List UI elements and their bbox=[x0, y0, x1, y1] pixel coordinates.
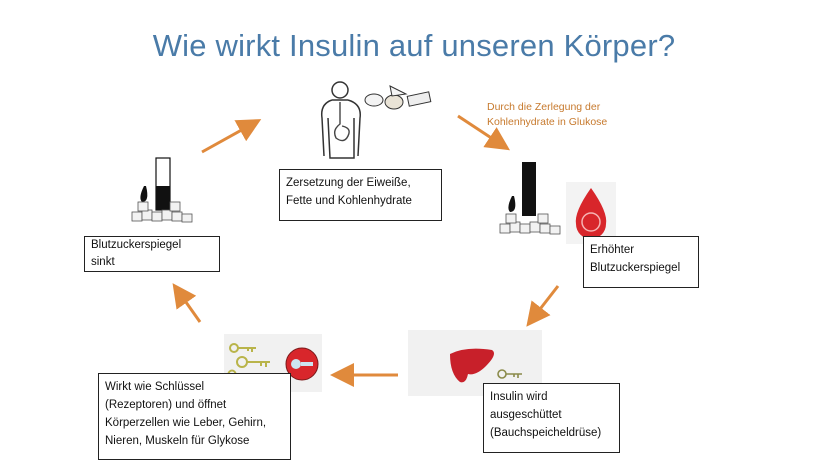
box-line: Fette und Kohlenhydrate bbox=[286, 195, 412, 207]
box-line: Körperzellen wie Leber, Gehirn, bbox=[105, 417, 267, 429]
box-line: sinkt bbox=[91, 256, 115, 268]
box-line: ausgeschüttet bbox=[490, 409, 562, 421]
box-line: Insulin wird bbox=[490, 391, 548, 403]
raised-sugar-box: Erhöhter Blutzuckerspiegel bbox=[583, 236, 699, 288]
sugar-level-low-icon bbox=[131, 157, 193, 223]
arrow-keys-to-sinks bbox=[172, 283, 202, 323]
arrow-raised-to-insulin bbox=[526, 285, 560, 327]
human-body-icon bbox=[320, 81, 361, 159]
insulin-released-box: Insulin wird ausgeschüttet (Bauchspeiche… bbox=[483, 383, 620, 453]
box-line: Wirkt wie Schlüssel bbox=[105, 381, 205, 393]
box-line: Nieren, Muskeln für Glykose bbox=[105, 435, 250, 447]
note-line: Durch die Zerlegung der bbox=[487, 101, 601, 113]
cell-lock-icon bbox=[285, 347, 319, 381]
keys-effect-box: Wirkt wie Schlüssel (Rezeptoren) und öff… bbox=[98, 373, 291, 460]
box-line: Erhöhter bbox=[590, 244, 635, 256]
sugar-level-high-icon bbox=[499, 162, 561, 235]
key-icon bbox=[497, 369, 522, 379]
box-line: Blutzuckerspiegel bbox=[590, 262, 681, 274]
note-line: Kohlenhydrate in Glukose bbox=[487, 116, 608, 128]
food-icon bbox=[364, 85, 432, 110]
liver-icon bbox=[450, 348, 522, 383]
key-icon bbox=[227, 343, 319, 381]
arrow-sinks-to-body bbox=[201, 119, 262, 154]
box-line: (Rezeptoren) und öffnet bbox=[105, 399, 227, 411]
arrow-body-to-raised bbox=[457, 114, 511, 151]
sugar-sinks-box: Blutzuckerspiegel sinkt bbox=[84, 236, 220, 272]
box-line: Blutzuckerspiegel bbox=[91, 239, 182, 251]
box-line: Zersetzung der Eiweiße, bbox=[286, 177, 411, 189]
blood-drop-icon bbox=[566, 182, 616, 244]
decomposition-box: Zersetzung der Eiweiße, Fette und Kohlen… bbox=[279, 169, 442, 221]
page-title: Wie wirkt Insulin auf unseren Körper? bbox=[152, 28, 676, 63]
decomposition-note: Durch die Zerlegung der Kohlenhydrate in… bbox=[487, 100, 607, 130]
box-line: (Bauchspeicheldrüse) bbox=[490, 427, 602, 439]
